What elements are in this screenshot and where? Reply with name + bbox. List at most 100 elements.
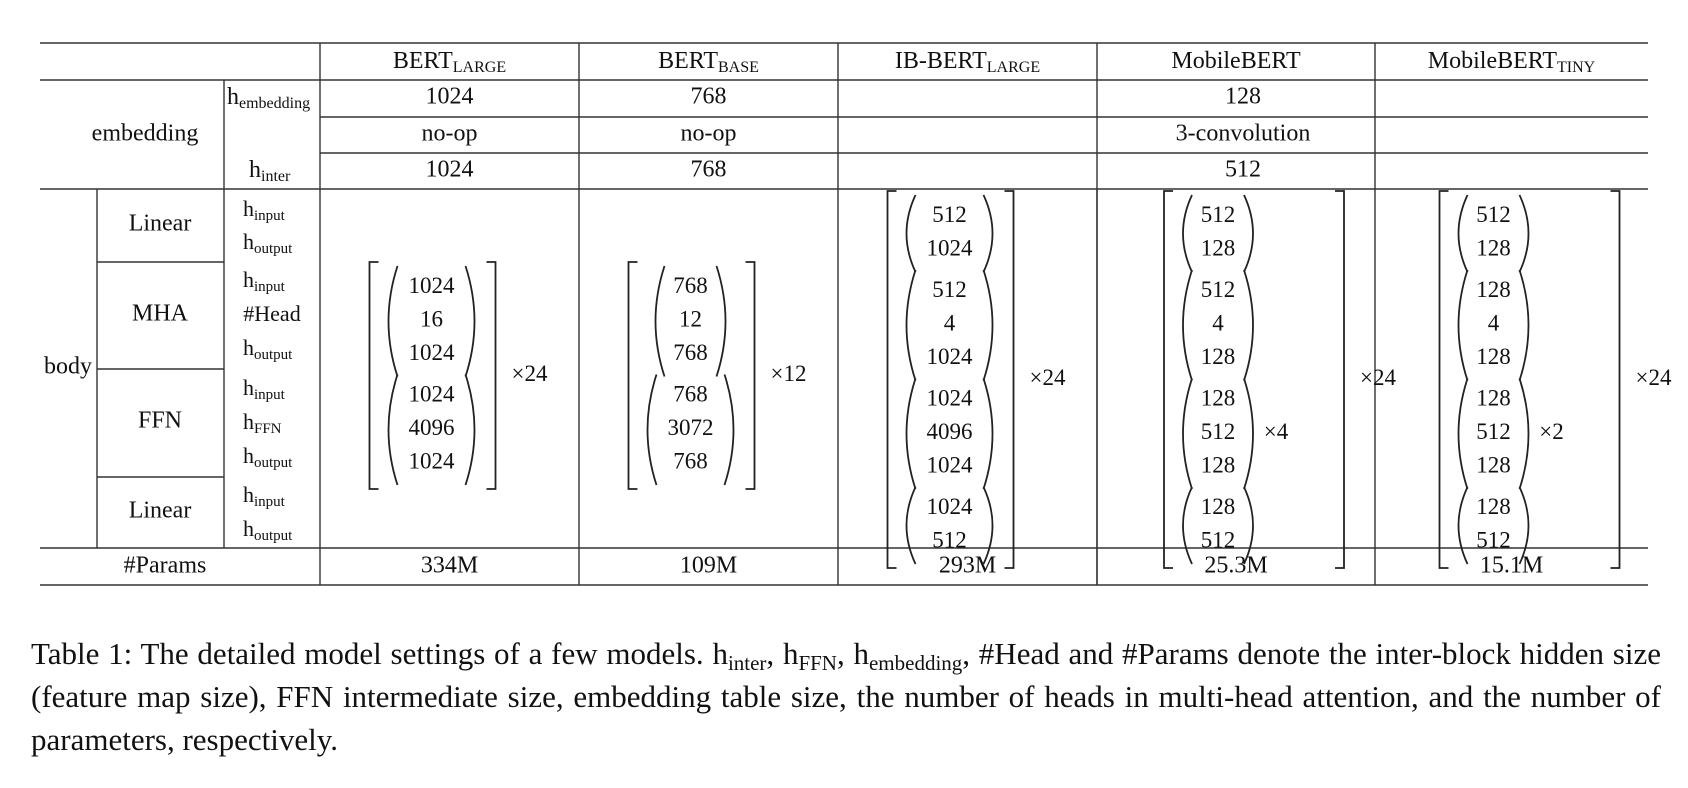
- caption-term-inter: hinter: [712, 636, 767, 675]
- param-linear_out-0: hinput: [243, 482, 286, 510]
- body-col-0-rbracket: [486, 261, 497, 490]
- embed-r1-c2: 3-convolution: [1176, 121, 1311, 147]
- header-2: IB-BERTLARGE: [895, 48, 1040, 76]
- body-col-1-lbracket: [627, 261, 638, 490]
- row-group-body: body: [44, 354, 92, 380]
- body-col-2-group-2-value-1: 4096: [927, 419, 973, 444]
- body-col-1-group-1-value-2: 768: [673, 449, 708, 474]
- body-col-3-group-0-lparen: [1182, 194, 1193, 273]
- body-col-2-group-1-value-2: 1024: [927, 344, 974, 369]
- body-col-0-lbracket: [368, 261, 379, 490]
- body-col-3-group-3-value-1: 512: [1201, 528, 1236, 553]
- body-col-4-group-1-value-0: 128: [1476, 277, 1511, 302]
- body-col-4-ffn-repeat: ×2: [1539, 419, 1563, 444]
- body-col-3-group-3-lparen: [1182, 486, 1193, 565]
- header-4: MobileBERTTINY: [1428, 48, 1596, 76]
- body-col-4-group-2: 128 512 128: [1457, 378, 1530, 490]
- body-col-2-group-1-value-1: 4: [944, 311, 956, 336]
- body-col-3-group-1-value-2: 128: [1201, 344, 1236, 369]
- body-col-1-group-0-rparen: [715, 265, 727, 377]
- embed-r2-c1: 768: [691, 157, 727, 183]
- body-col-2-rbracket: [1004, 190, 1015, 569]
- embed-r0-c0: 1024: [426, 84, 474, 110]
- embed-r2-c0: 1024: [426, 157, 474, 183]
- body-col-2-group-2-lparen: [905, 378, 917, 490]
- body-col-4-group-0-lparen: [1457, 194, 1469, 273]
- body-col-0-group-0-value-1: 16: [420, 307, 443, 332]
- body-col-1-group-0-value-2: 768: [673, 340, 708, 365]
- body-col-4-group-2-lparen: [1457, 378, 1469, 490]
- sublayer-mha: MHA: [132, 301, 189, 327]
- param-linear_in-0: hinput: [243, 196, 286, 224]
- body-col-0-group-1-value-0: 1024: [409, 382, 456, 407]
- body-col-3-group-3-value-0: 128: [1201, 494, 1236, 519]
- body-col-1-group-0-lparen: [654, 265, 666, 377]
- body-col-2-group-0: 512 1024: [905, 194, 994, 273]
- params-3: 25.3M: [1204, 553, 1267, 579]
- sublayer-ffn: FFN: [138, 408, 182, 434]
- body-col-3-group-0-rparen: [1243, 194, 1254, 273]
- body-col-2-group-2-value-0: 1024: [927, 386, 974, 411]
- body-col-2-group-2-rparen: [982, 378, 994, 490]
- embed-r1-c1: no-op: [681, 121, 737, 147]
- body-col-4-group-2-value-1: 512: [1476, 419, 1511, 444]
- param-ffn-2: houtput: [243, 443, 293, 471]
- table-rules: [40, 42, 1648, 586]
- sublayer-linear-out: Linear: [129, 498, 192, 524]
- body-col-2-group-0-value-1: 1024: [927, 236, 974, 261]
- body-col-2-group-0-value-0: 512: [932, 202, 967, 227]
- body-col-0-group-0-value-2: 1024: [409, 340, 456, 365]
- body-col-3-ffn-repeat: ×4: [1264, 419, 1289, 444]
- body-col-3-group-1-rparen: [1243, 269, 1254, 381]
- row-group-params: #Params: [124, 553, 207, 579]
- caption-rest: , #Head and #Params denote the inter-blo…: [31, 636, 1661, 757]
- body-col-3-group-0-value-1: 128: [1201, 236, 1236, 261]
- body-col-2-group-3-value-0: 1024: [927, 494, 974, 519]
- body-col-3-group-1-value-1: 4: [1212, 311, 1224, 336]
- body-col-4-rbracket: [1610, 190, 1621, 569]
- param-linear_in-1: houtput: [243, 229, 293, 257]
- body-col-4-group-3-value-1: 512: [1476, 528, 1511, 553]
- body-col-2-group-0-rparen: [982, 194, 994, 273]
- body-col-0-group-0-lparen: [387, 265, 399, 377]
- header-0: BERTLARGE: [393, 48, 506, 76]
- embed-r2-c2: 512: [1225, 157, 1261, 183]
- body-col-3-group-1-lparen: [1182, 269, 1193, 381]
- params-4: 15.1M: [1480, 553, 1543, 579]
- body-col-1-group-0-value-0: 768: [673, 273, 708, 298]
- body-col-3-group-2-value-0: 128: [1201, 386, 1236, 411]
- header-3: MobileBERT: [1171, 48, 1301, 74]
- body-col-2-group-3-rparen: [982, 486, 994, 565]
- body-col-4-group-1-rparen: [1518, 269, 1530, 381]
- body-col-0-repeat: ×24: [512, 361, 548, 386]
- sublayer-linear-in: Linear: [129, 211, 192, 237]
- params-0: 334M: [421, 553, 478, 579]
- body-col-4-group-0-rparen: [1518, 194, 1530, 273]
- body-col-0-group-1-rparen: [464, 374, 476, 486]
- param-h-embedding: hembedding: [227, 84, 310, 112]
- params-1: 109M: [680, 553, 737, 579]
- body-col-4-group-2-value-0: 128: [1476, 386, 1511, 411]
- body-col-2-lbracket: [886, 190, 897, 569]
- param-linear_out-1: houtput: [243, 516, 293, 544]
- body-col-2-group-3-lparen: [905, 486, 917, 565]
- body-col-2-group-1-rparen: [982, 269, 994, 381]
- body-col-4-group-3-value-0: 128: [1476, 494, 1511, 519]
- table-caption: Table 1: The detailed model settings of …: [31, 636, 1661, 757]
- param-mha-1: #Head: [243, 301, 300, 326]
- body-col-4-group-2-value-2: 128: [1476, 453, 1511, 478]
- caption-term-embedding: hembedding: [853, 636, 963, 675]
- body-col-3-group-2-rparen: [1243, 378, 1254, 490]
- body-col-1-group-1-lparen: [646, 374, 658, 486]
